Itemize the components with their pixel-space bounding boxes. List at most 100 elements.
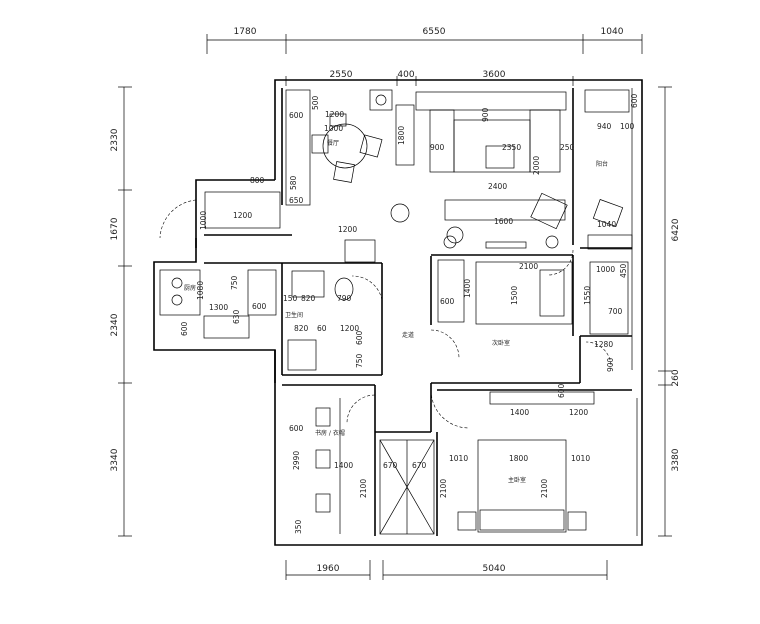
svg-text:1800: 1800 [509,454,528,463]
dining-chair [329,113,347,127]
svg-text:800: 800 [250,176,265,185]
svg-text:1800: 1800 [397,126,406,145]
coffee-table [485,145,515,169]
dim-top-1: 1780 [234,27,257,37]
door-swings [159,199,612,429]
sofa-chaise [429,109,455,173]
room-names: 餐厅 阳台 厨房 卫生间 走道 次卧室 书房 / 衣帽 主卧室 [184,139,608,484]
study-chair [315,449,331,469]
shoe-cabinet [344,239,376,263]
svg-text:750: 750 [355,353,364,368]
entry-cabinet [204,191,281,229]
tv [485,241,527,249]
svg-text:1300: 1300 [209,303,228,312]
dim-bottom-2: 5040 [483,564,506,574]
dim-left-4: 3340 [110,448,120,471]
balcony-chair [592,199,624,227]
wash-basin [291,270,325,298]
outer-walls [153,79,643,546]
svg-text:650: 650 [289,196,304,205]
balcony-cabinet [587,234,633,250]
dim-bottom-1: 1960 [317,564,340,574]
svg-text:350: 350 [294,519,303,534]
pet-icon [390,203,410,223]
dim-top-2: 6550 [423,27,446,37]
dim-top-3: 1040 [601,27,624,37]
svg-text:900: 900 [430,143,445,152]
dining-cabinet [285,89,311,206]
svg-text:2350: 2350 [502,143,521,152]
svg-text:670: 670 [383,461,398,470]
room-master-bedroom: 主卧室 [508,476,526,484]
svg-text:1200: 1200 [340,324,359,333]
dining-chair [333,161,355,183]
room-balcony: 阳台 [596,160,608,168]
armchair [530,192,568,230]
furniture [159,89,633,535]
internal-walls [204,88,632,536]
washing-machine [287,339,317,371]
study-chair [315,493,331,513]
svg-text:600: 600 [252,302,267,311]
svg-text:2100: 2100 [359,479,368,498]
svg-text:750: 750 [230,275,239,290]
room-second-bedroom: 次卧室 [492,339,510,347]
svg-text:900: 900 [481,107,490,122]
bed [475,261,573,325]
svg-text:900: 900 [606,357,615,372]
svg-text:1010: 1010 [449,454,468,463]
svg-text:1080: 1080 [196,281,205,300]
dim-right-3: 3380 [671,448,681,471]
svg-text:150: 150 [283,294,298,303]
rug [453,119,531,173]
dim-left-1: 2330 [110,128,120,151]
dimension-texts: 1780 6550 1040 2550 400 3600 2330 1670 2… [110,27,681,574]
internal-labels: 600 500 1200 1000 1800 900 900 2350 250 … [180,93,639,534]
svg-text:600: 600 [630,93,639,108]
svg-text:450: 450 [619,263,628,278]
svg-text:2100: 2100 [540,479,549,498]
dining-appliance [369,89,393,111]
svg-text:100: 100 [620,122,635,131]
svg-text:2100: 2100 [439,479,448,498]
dim-right-2: 260 [671,369,681,386]
svg-text:1200: 1200 [569,408,588,417]
svg-text:1200: 1200 [338,225,357,234]
svg-text:250: 250 [560,143,575,152]
svg-text:700: 700 [608,307,623,316]
svg-text:1600: 1600 [494,217,513,226]
pillow [539,269,565,317]
svg-text:600: 600 [289,111,304,120]
svg-text:820: 820 [294,324,309,333]
toilet [334,277,354,301]
dim-left-3: 2340 [110,313,120,336]
svg-text:1000: 1000 [596,265,615,274]
svg-text:1200: 1200 [325,110,344,119]
svg-text:1400: 1400 [463,279,472,298]
svg-text:600: 600 [180,321,189,336]
wardrobe [437,259,465,323]
nightstand [457,511,477,531]
svg-text:600: 600 [557,383,566,398]
dimension-lines [118,34,672,580]
svg-text:1400: 1400 [334,461,353,470]
stove [159,269,201,316]
room-study: 书房 / 衣帽 [315,429,345,437]
svg-text:2400: 2400 [488,182,507,191]
svg-text:1000: 1000 [324,124,343,133]
svg-text:820: 820 [301,294,316,303]
kitchen-sink [203,315,250,339]
svg-text:670: 670 [412,461,427,470]
svg-text:1040: 1040 [597,220,616,229]
svg-text:2990: 2990 [292,451,301,470]
svg-text:600: 600 [289,424,304,433]
desk [589,261,629,335]
dining-table [322,123,368,169]
dim-inner-1: 2550 [330,70,353,80]
washer [584,89,630,113]
svg-text:2100: 2100 [519,262,538,271]
room-kitchen: 厨房 [184,284,196,292]
svg-text:600: 600 [355,330,364,345]
sofa-back [415,91,567,111]
